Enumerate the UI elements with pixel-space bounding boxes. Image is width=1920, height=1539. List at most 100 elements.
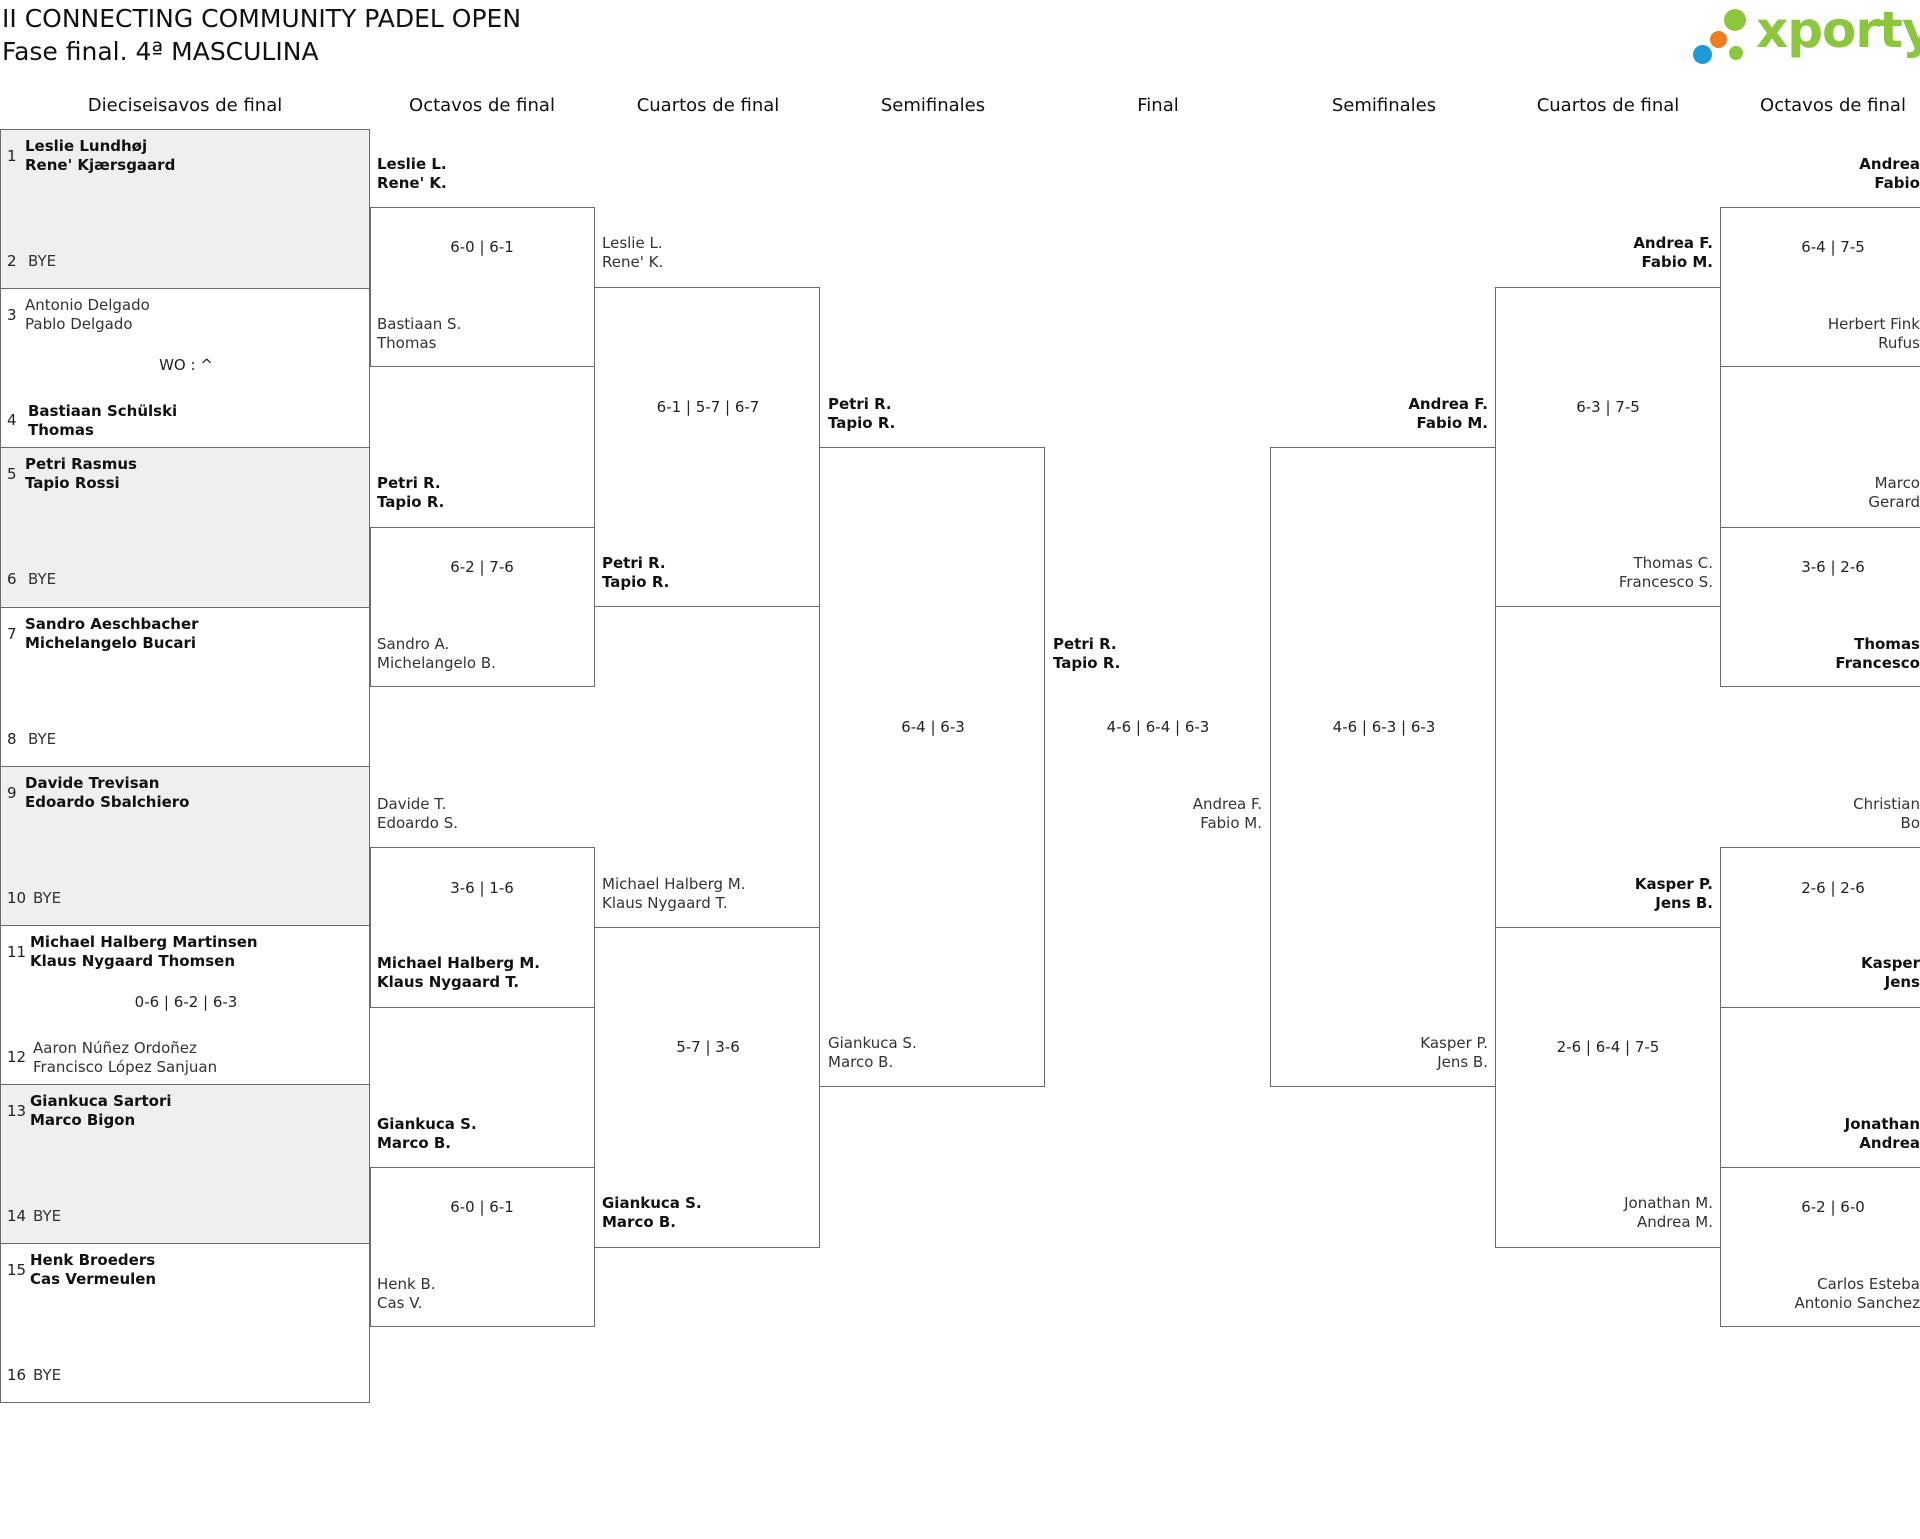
team-entry: Petri R.Tapio R.: [377, 474, 444, 512]
player-name: Tapio R.: [602, 573, 670, 591]
player-name: Leslie L.: [377, 155, 447, 173]
player-name: Kasper P.: [1634, 875, 1713, 893]
player-name: Davide Trevisan: [25, 773, 160, 792]
octavos-match-frame: [1720, 527, 1920, 687]
seed-number: 16: [7, 1366, 27, 1385]
player-name: Michael Halberg M.: [377, 954, 541, 972]
player-name: Cas Vermeulen: [30, 1270, 157, 1289]
octavos-match-frame: [370, 847, 595, 1008]
xporty-logo: xporty: [1688, 1, 1920, 71]
match-score: 6-0 | 6-1: [450, 1198, 514, 1216]
logo-dot-green-small: [1729, 46, 1743, 60]
player-name: BYE: [28, 252, 57, 270]
match-score: 4-6 | 6-3 | 6-3: [1332, 718, 1436, 736]
player-name: Klaus Nygaard T.: [602, 894, 728, 912]
seed-number: 3: [7, 306, 17, 325]
team-entry: Petri R.Tapio R.: [828, 395, 895, 433]
octavos-match-frame: [370, 1167, 595, 1327]
player-name: Jens B.: [1655, 894, 1713, 912]
player-name: Michael Halberg M.: [602, 875, 746, 893]
player-name: Leslie L.: [602, 234, 663, 252]
player-name: Carlos Esteba: [1817, 1275, 1920, 1293]
logo-dot-blue: [1693, 45, 1712, 64]
team-entry: Andrea F.Fabio M.: [1408, 395, 1488, 433]
player-name: Herbert Fink: [1827, 315, 1920, 333]
player-name: Cas V.: [377, 1294, 423, 1312]
player-name: Petri Rasmus: [25, 455, 137, 474]
player-name: Michael Halberg Martinsen: [30, 932, 258, 951]
logo-dot-orange: [1710, 31, 1727, 48]
player-name: Bastiaan S.: [377, 315, 462, 333]
player-name: Rene' Kjærsgaard: [25, 156, 176, 174]
player-name: Jonathan: [1844, 1115, 1920, 1133]
player-name: Petri R.: [828, 395, 892, 413]
player-name: Francesco S.: [1618, 573, 1713, 591]
player-name: Petri R.: [602, 554, 666, 572]
player-name: Marco B.: [377, 1134, 451, 1152]
cuartos-match-frame: [594, 287, 820, 607]
player-name: Tapio R.: [1053, 654, 1121, 672]
player-name: Sandro A.: [377, 635, 450, 653]
round-header: Octavos de final: [1760, 95, 1906, 116]
cuartos-match-frame: [594, 927, 820, 1248]
team-entry: Thomas C.Francesco S.: [1619, 554, 1713, 592]
semifinal-match-frame: [1270, 447, 1496, 1087]
cuartos-match-frame: [1495, 287, 1721, 607]
player-name: Thomas: [377, 334, 437, 352]
player-name: Francisco López Sanjuan: [33, 1057, 218, 1076]
player-name: Tapio Rossi: [25, 474, 120, 493]
team-entry: Petri R.Tapio R.: [1053, 635, 1120, 673]
team-entry: Sandro A.Michelangelo B.: [377, 635, 496, 673]
team-entry: Kasper P.Jens B.: [1420, 1034, 1488, 1072]
match-score: 3-6 | 1-6: [450, 879, 514, 897]
player-name: Andrea F.: [1633, 234, 1713, 252]
player-name: Bastiaan Schülski: [28, 402, 178, 421]
round-header: Cuartos de final: [1536, 95, 1680, 116]
player-name: Davide T.: [377, 795, 447, 813]
player-name: Andrea: [1859, 155, 1920, 173]
match-score: 2-6 | 2-6: [1801, 879, 1865, 897]
seed-number: 13: [7, 1102, 27, 1121]
player-name: BYE: [33, 1207, 62, 1226]
seed-number: 12: [7, 1047, 27, 1066]
player-name: Andrea: [1859, 1134, 1920, 1152]
logo-text: xporty: [1756, 1, 1920, 59]
match-score: 6-1 | 5-7 | 6-7: [656, 398, 760, 416]
player-name: Rufus: [1878, 334, 1920, 352]
player-name: Giankuca S.: [377, 1115, 477, 1133]
player-name: Giankuca Sartori: [30, 1092, 172, 1111]
player-name: Aaron Núñez Ordoñez: [33, 1038, 197, 1057]
team-entry: BYE: [28, 252, 56, 271]
seed-number: 11: [7, 942, 27, 961]
player-name: Klaus Nygaard T.: [377, 973, 520, 991]
player-name: Andrea M.: [1636, 1213, 1713, 1231]
player-name: Petri R.: [377, 474, 441, 492]
player-name: Michelangelo B.: [377, 654, 496, 672]
match-score: 2-6 | 6-4 | 7-5: [1556, 1038, 1660, 1056]
team-entry: Petri R.Tapio R.: [602, 554, 669, 592]
player-name: Jens B.: [1437, 1053, 1488, 1071]
player-name: Giankuca S.: [828, 1034, 917, 1052]
seed-number: 6: [7, 570, 17, 589]
seed-number: 7: [7, 624, 17, 643]
player-name: Sandro Aeschbacher: [25, 614, 199, 633]
team-entry: Giankuca S.Marco B.: [377, 1115, 477, 1153]
player-name: Jens: [1884, 973, 1920, 991]
match-score: 6-4 | 7-5: [1801, 238, 1865, 256]
team-entry: BYE: [33, 1207, 61, 1226]
player-name: Henk Broeders: [30, 1251, 156, 1270]
team-entry: Giankuca S.Marco B.: [602, 1194, 702, 1232]
team-entry: Bastiaan S.Thomas: [377, 315, 461, 353]
player-name: Fabio M.: [1641, 253, 1713, 271]
team-entry: Michael Halberg M.Klaus Nygaard T.: [602, 875, 746, 913]
seed-number: 4: [7, 411, 17, 430]
